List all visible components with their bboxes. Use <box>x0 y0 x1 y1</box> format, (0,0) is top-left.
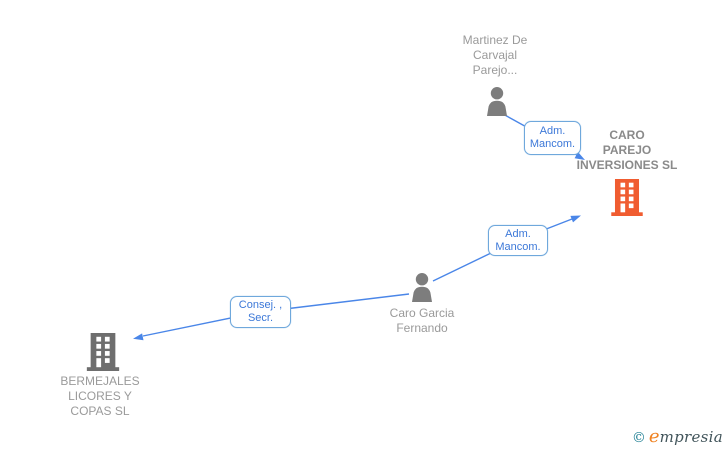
relation-box-adm-mancom-top: Adm. Mancom. <box>524 121 581 155</box>
relation-label-line: Adm. <box>505 227 531 240</box>
node-caro-parejo-label[interactable]: CARO PAREJO INVERSIONES SL <box>567 128 687 173</box>
label-line: Martinez De <box>462 33 528 47</box>
label-line: COPAS SL <box>70 404 130 418</box>
label-line: Fernando <box>396 321 448 335</box>
relation-box-adm-mancom-mid: Adm. Mancom. <box>488 225 548 256</box>
relation-label-line: Secr. <box>247 312 274 324</box>
label-line: Caro Garcia <box>389 306 455 320</box>
label-line: PAREJO <box>602 143 652 157</box>
label-line: CARO <box>609 128 645 142</box>
label-line: Parejo... <box>472 63 518 77</box>
copyright-icon: © <box>631 430 646 446</box>
node-caro-parejo-building-icon[interactable] <box>609 179 645 221</box>
label-line: LICORES Y <box>68 389 132 403</box>
person-icon <box>412 273 432 302</box>
building-icon <box>86 333 120 371</box>
label-line: INVERSIONES SL <box>576 158 678 172</box>
relation-label-line: Adm. <box>539 125 566 137</box>
node-bermejales-building-icon[interactable] <box>85 333 121 376</box>
relation-label-line: Mancom. <box>495 240 541 253</box>
relation-label-line: Consej. , <box>238 299 283 311</box>
relation-box-consej-secr: Consej. , Secr. <box>230 296 291 328</box>
building-icon <box>611 179 643 216</box>
label-line: BERMEJALES <box>60 374 140 388</box>
label-line: Carvajal <box>472 48 517 62</box>
node-caro-garcia-person-icon[interactable] <box>408 272 436 307</box>
node-caro-garcia-label[interactable]: Caro Garcia Fernando <box>367 306 477 336</box>
logo-text: mpresia <box>659 428 723 446</box>
node-bermejales-label[interactable]: BERMEJALES LICORES Y COPAS SL <box>45 374 155 419</box>
logo-e-glyph: e <box>648 426 660 447</box>
node-martinez-person-icon[interactable] <box>483 86 511 121</box>
relation-label-line: Mancom. <box>529 138 576 150</box>
empresia-logo[interactable]: ©empresia <box>632 426 723 447</box>
person-icon <box>487 87 507 116</box>
node-martinez-label[interactable]: Martinez De Carvajal Parejo... <box>440 33 550 78</box>
